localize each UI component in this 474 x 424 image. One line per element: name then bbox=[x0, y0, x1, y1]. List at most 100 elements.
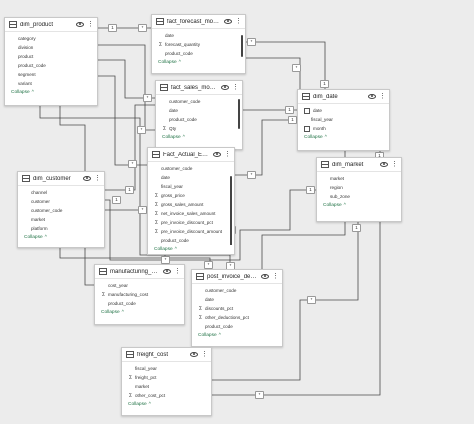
field-row[interactable]: date bbox=[192, 295, 282, 304]
field-row[interactable]: fiscal_year bbox=[148, 182, 234, 191]
more-options-icon[interactable]: ⋮ bbox=[87, 21, 94, 28]
more-options-icon[interactable]: ⋮ bbox=[272, 273, 279, 280]
field-row[interactable]: date bbox=[148, 173, 234, 182]
field-row[interactable]: sub_zone bbox=[317, 192, 401, 201]
field-row[interactable]: variant bbox=[5, 79, 97, 88]
field-row[interactable]: category bbox=[5, 34, 97, 43]
field-row[interactable]: channel bbox=[18, 188, 104, 197]
collapse-link[interactable]: Collapse^ bbox=[18, 233, 104, 240]
field-row[interactable]: product_code bbox=[192, 322, 282, 331]
scrollbar[interactable] bbox=[238, 99, 240, 129]
field-row[interactable]: cost_year bbox=[95, 281, 184, 290]
field-row[interactable]: customer_code bbox=[18, 206, 104, 215]
eye-icon[interactable] bbox=[380, 162, 388, 167]
table-header[interactable]: freight_cost⋮ bbox=[122, 348, 211, 362]
scrollbar[interactable] bbox=[241, 35, 243, 57]
field-row[interactable]: fiscal_year bbox=[298, 115, 389, 124]
table-header[interactable]: dim_product⋮ bbox=[5, 18, 97, 32]
collapse-link[interactable]: Collapse^ bbox=[95, 308, 184, 315]
table-header[interactable]: manufacturing_cost⋮ bbox=[95, 265, 184, 279]
table-header[interactable]: Fact_Actual_Estimate⋮ bbox=[148, 148, 234, 162]
eye-icon[interactable] bbox=[76, 22, 84, 27]
field-row[interactable]: product_code bbox=[148, 236, 234, 245]
field-row[interactable]: month bbox=[298, 124, 389, 133]
collapse-link[interactable]: Collapse^ bbox=[298, 133, 389, 140]
more-options-icon[interactable]: ⋮ bbox=[94, 175, 101, 182]
field-row[interactable]: market bbox=[122, 382, 211, 391]
eye-icon[interactable] bbox=[221, 85, 229, 90]
field-row[interactable]: segment bbox=[5, 70, 97, 79]
eye-icon[interactable] bbox=[163, 269, 171, 274]
field-row[interactable]: platform bbox=[18, 224, 104, 233]
field-row[interactable]: customer_code bbox=[156, 97, 242, 106]
table-header[interactable]: post_invoice_deducti...⋮ bbox=[192, 270, 282, 284]
eye-icon[interactable] bbox=[190, 352, 198, 357]
field-row[interactable]: region bbox=[317, 183, 401, 192]
table-header[interactable]: fact_sales_monthly⋮ bbox=[156, 81, 242, 95]
relationship-line-dim-product-to-actual[interactable] bbox=[96, 75, 147, 166]
more-options-icon[interactable]: ⋮ bbox=[232, 84, 239, 91]
table-header[interactable]: dim_market⋮ bbox=[317, 158, 401, 172]
eye-icon[interactable] bbox=[368, 94, 376, 99]
field-row[interactable]: date bbox=[156, 106, 242, 115]
table-card-fact-actual-estimate[interactable]: Fact_Actual_Estimate⋮ customer_codedatefi… bbox=[147, 147, 235, 255]
field-row[interactable]: product_code bbox=[95, 299, 184, 308]
more-options-icon[interactable]: ⋮ bbox=[235, 18, 242, 25]
eye-icon[interactable] bbox=[224, 19, 232, 24]
field-row[interactable]: product bbox=[5, 52, 97, 61]
field-row[interactable]: market bbox=[18, 215, 104, 224]
relationship-line-forecast-to-date[interactable] bbox=[244, 41, 326, 89]
field-row[interactable]: customer bbox=[18, 197, 104, 206]
eye-icon[interactable] bbox=[261, 274, 269, 279]
field-row[interactable]: market bbox=[317, 174, 401, 183]
field-row[interactable]: product_code bbox=[5, 61, 97, 70]
field-row[interactable]: product_code bbox=[156, 115, 242, 124]
table-header[interactable]: dim_date⋮ bbox=[298, 90, 389, 104]
collapse-link[interactable]: Collapse^ bbox=[152, 58, 245, 65]
collapse-link[interactable]: Collapse^ bbox=[122, 400, 211, 407]
field-row[interactable]: product_code bbox=[152, 49, 245, 58]
collapse-link[interactable]: Collapse^ bbox=[156, 133, 242, 140]
table-header[interactable]: dim_customer⋮ bbox=[18, 172, 104, 186]
more-options-icon[interactable]: ⋮ bbox=[391, 161, 398, 168]
field-row[interactable]: date bbox=[298, 106, 389, 115]
scrollbar[interactable] bbox=[230, 176, 232, 246]
collapse-link[interactable]: Collapse^ bbox=[148, 245, 234, 252]
more-options-icon[interactable]: ⋮ bbox=[379, 93, 386, 100]
table-header[interactable]: fact_forecast_monthly⋮ bbox=[152, 15, 245, 29]
field-row[interactable]: customer_code bbox=[148, 164, 234, 173]
more-options-icon[interactable]: ⋮ bbox=[224, 151, 231, 158]
collapse-link[interactable]: Collapse^ bbox=[192, 331, 282, 338]
table-card-post-invoice-deductions[interactable]: post_invoice_deducti...⋮ customer_codedat… bbox=[191, 269, 283, 347]
eye-icon[interactable] bbox=[213, 152, 221, 157]
field-row[interactable]: fiscal_year bbox=[122, 364, 211, 373]
eye-icon[interactable] bbox=[83, 176, 91, 181]
more-options-icon[interactable]: ⋮ bbox=[174, 268, 181, 275]
field-row[interactable]: date bbox=[152, 31, 245, 40]
relationship-line-forecast-to-date-extra[interactable] bbox=[244, 57, 301, 89]
field-row[interactable]: customer_code bbox=[192, 286, 282, 295]
collapse-link[interactable]: Collapse^ bbox=[317, 201, 401, 208]
more-options-icon[interactable]: ⋮ bbox=[201, 351, 208, 358]
